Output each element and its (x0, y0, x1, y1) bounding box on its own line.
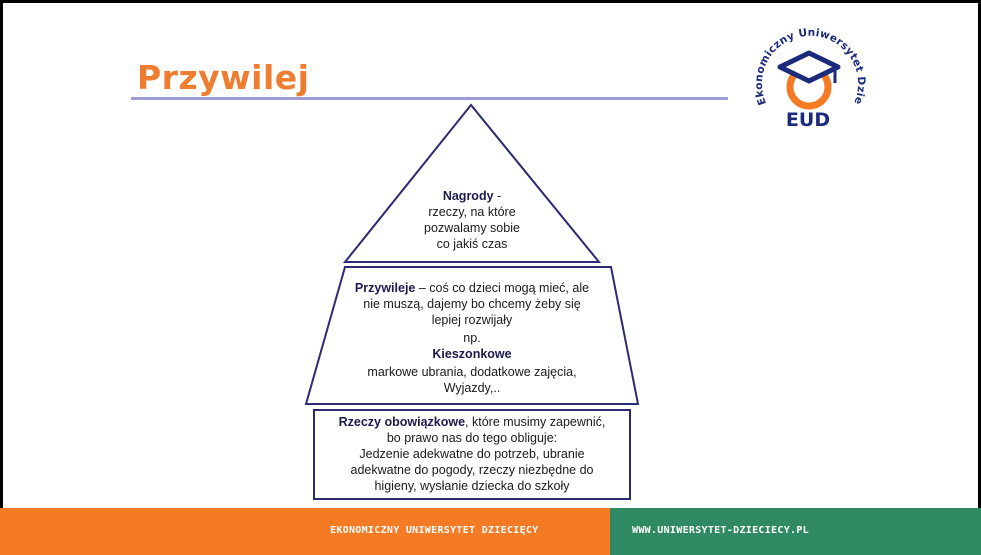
top-line-3: co jakiś czas (436, 237, 508, 251)
middle-line-4: np. (463, 331, 481, 345)
bottom-line-3: Jedzenie adekwatne do potrzeb, ubranie (359, 447, 585, 461)
middle-line-6: Wyjazdy,.. (443, 381, 501, 395)
middle-subtitle: Kieszonkowe (432, 347, 512, 361)
middle-line-5: markowe ubrania, dodatkowe zajęcia, (367, 365, 577, 379)
top-title: Nagrody (442, 189, 494, 203)
footer-left-band: EKONOMICZNY UNIWERSYTET DZIECIĘCY (0, 508, 610, 555)
middle-line-1: – coś co dzieci mogą mieć, ale (415, 281, 590, 295)
bottom-line-5: higieny, wysłanie dziecka do szkoły (374, 479, 570, 493)
bottom-line-1: , które musimy zapewnić, (465, 415, 606, 429)
middle-line-2: nie muszą, dajemy bo chcemy żeby się (363, 297, 581, 311)
title-underline (131, 97, 728, 100)
pyramid-middle-level (304, 266, 640, 405)
eud-logo: Ekonomiczny Uniwersytet Dziecięcy EUD (746, 15, 871, 140)
pyramid-middle-text: Przywileje – coś co dzieci mogą mieć, al… (338, 280, 606, 396)
footer-org-name: EKONOMICZNY UNIWERSYTET DZIECIĘCY (330, 525, 539, 536)
slide-title: Przywilej (137, 58, 310, 97)
bottom-title: Rzeczy obowiązkowe (338, 415, 466, 429)
middle-title: Przywileje (354, 281, 416, 295)
middle-line-3: lepiej rozwijały (431, 313, 513, 327)
top-line-1: rzeczy, na które (428, 205, 516, 219)
top-line-2: pozwalamy sobie (424, 221, 520, 235)
bottom-line-4: adekwatne do pogody, rzeczy niezbędne do (350, 463, 594, 477)
pyramid-bottom-text: Rzeczy obowiązkowe, które musimy zapewni… (315, 414, 629, 494)
footer-right-band: WWW.UNIWERSYTET-DZIECIECY.PL (610, 508, 981, 555)
bottom-line-2: bo prawo nas do tego obliguje: (386, 431, 558, 445)
pyramid-bottom-level (313, 409, 631, 500)
pyramid-top-text: Nagrody - rzeczy, na które pozwalamy sob… (392, 188, 552, 252)
footer-website-link[interactable]: WWW.UNIWERSYTET-DZIECIECY.PL (632, 525, 809, 536)
logo-abbr: EUD (786, 109, 830, 131)
pyramid-top-level (342, 103, 602, 263)
graduation-cap-icon (777, 50, 841, 110)
top-title-suffix: - (493, 189, 502, 203)
